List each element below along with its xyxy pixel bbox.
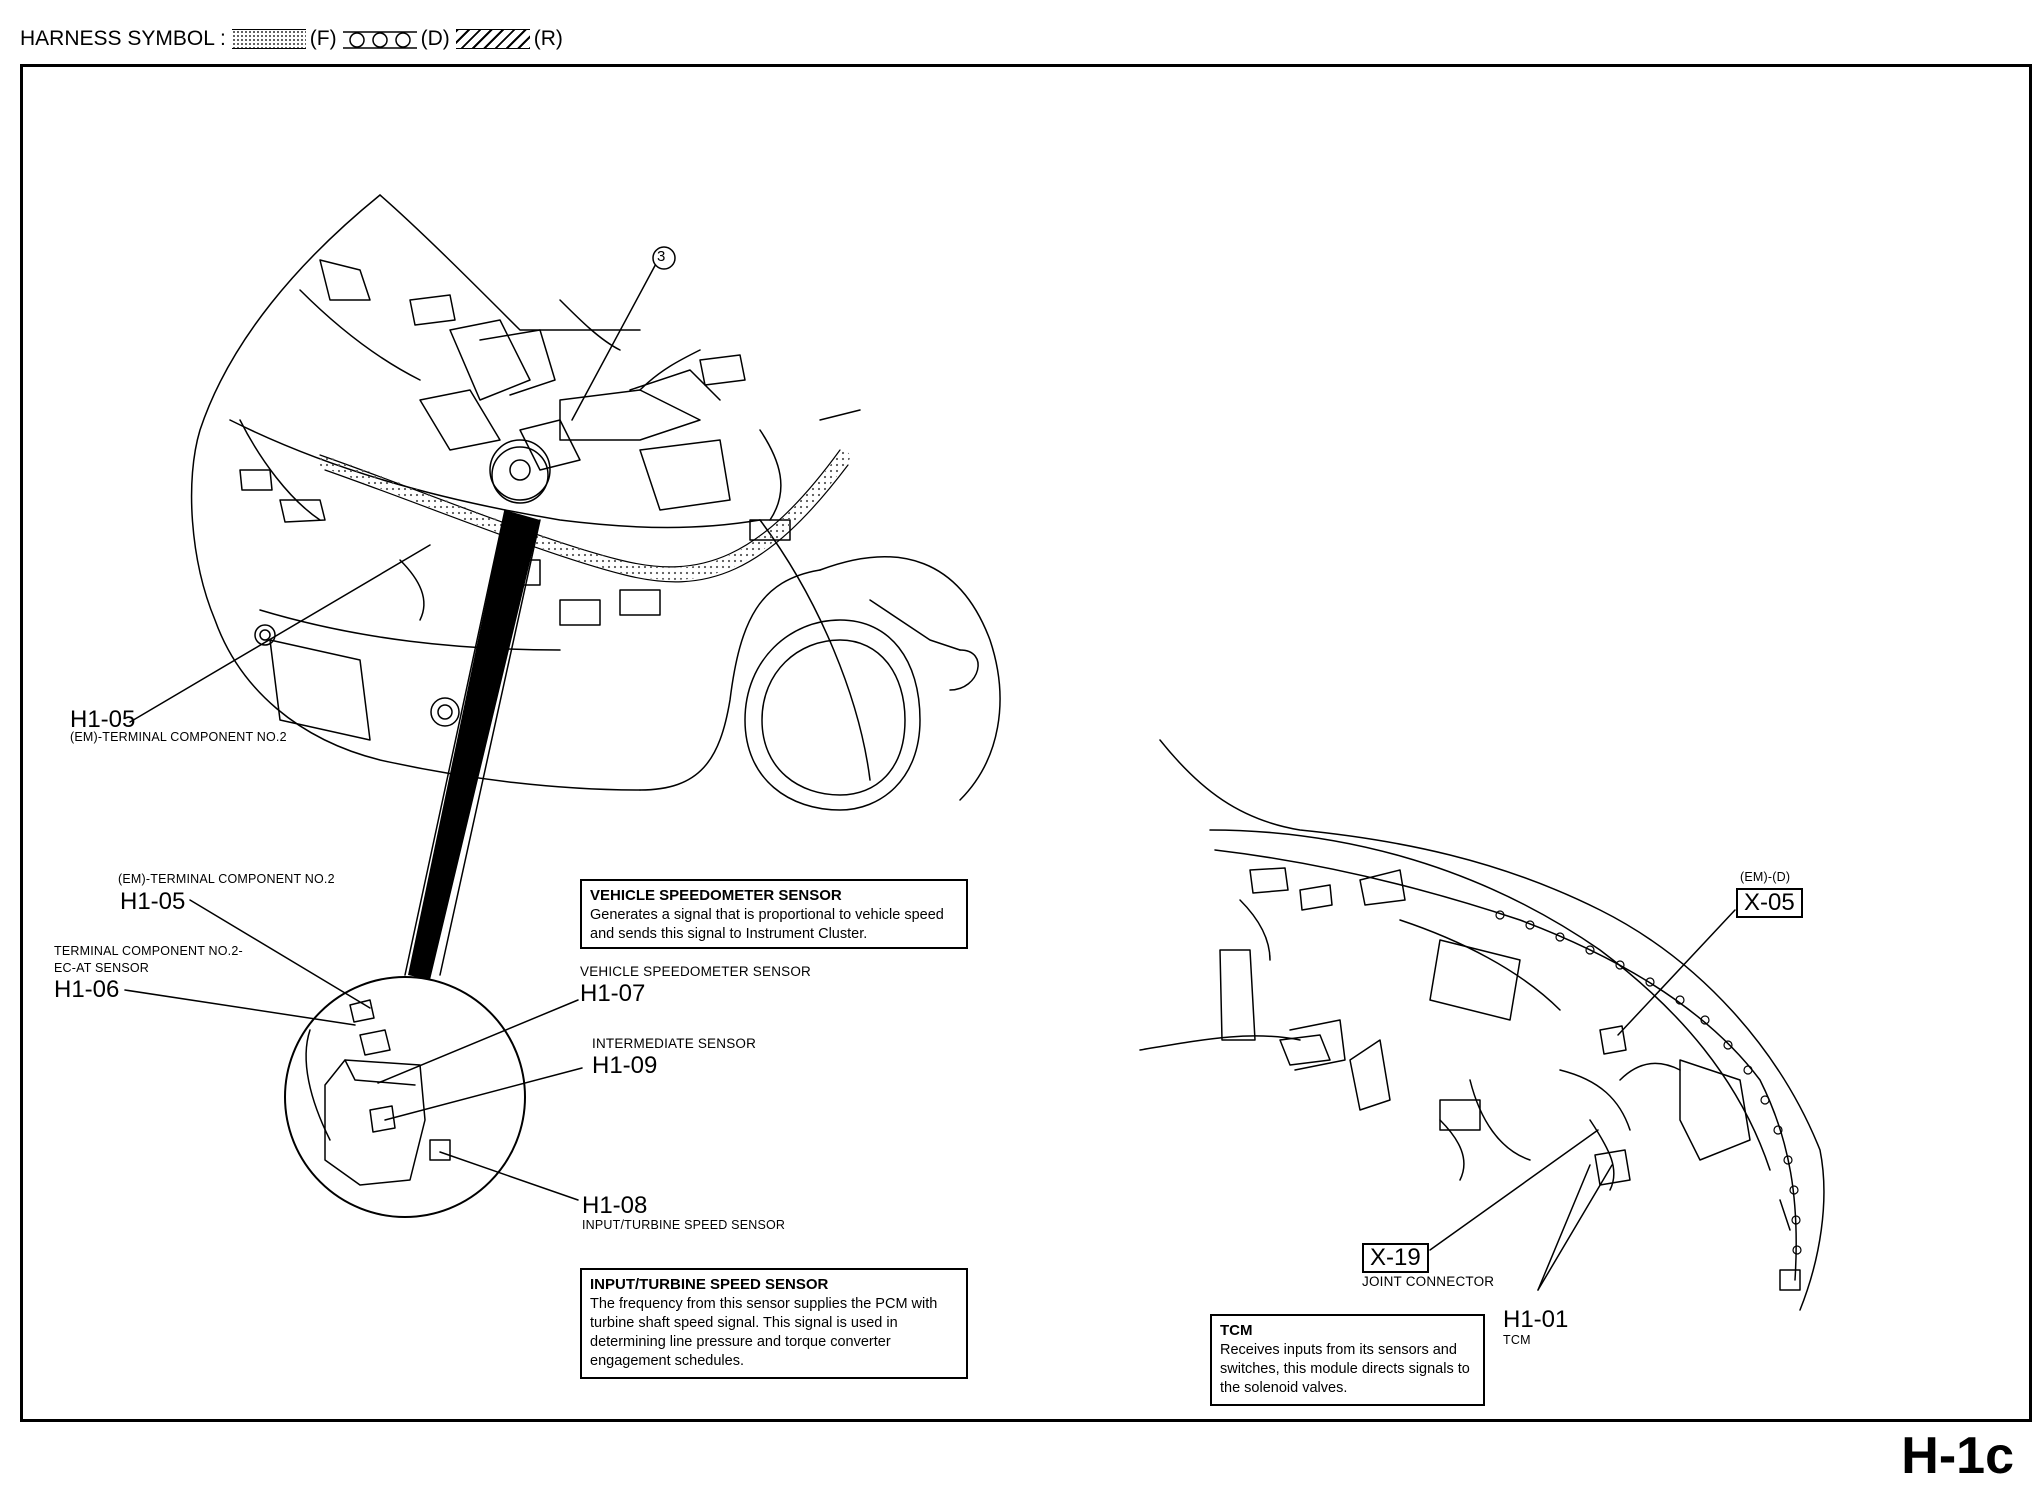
input-turbine-speed-sensor-note: INPUT/TURBINE SPEED SENSOR The frequency… xyxy=(580,1268,968,1379)
tcm-note-title: TCM xyxy=(1220,1322,1253,1339)
tcm-note-body: Receives inputs from its sensors and swi… xyxy=(1220,1342,1470,1396)
page-id: H-1c xyxy=(1901,1427,2014,1485)
legend-code-f: (F) xyxy=(309,27,337,50)
reference-marker-icon xyxy=(652,246,676,270)
ringed-harness-markers xyxy=(1495,910,1802,1255)
h1-09-caption: INTERMEDIATE SENSOR xyxy=(592,1036,757,1051)
dashboard-harness-outline xyxy=(1139,739,1825,1311)
x-19-caption: JOINT CONNECTOR xyxy=(1362,1274,1495,1289)
detail-transaxle-sketch xyxy=(305,999,451,1186)
itss-note-title: INPUT/TURBINE SPEED SENSOR xyxy=(590,1276,829,1293)
detail-h1-05-code: H1-05 xyxy=(120,888,186,915)
h1-01-caption: TCM xyxy=(1503,1333,1531,1347)
itss-note-body: The frequency from this sensor supplies … xyxy=(590,1296,938,1369)
tcm-note: TCM Receives inputs from its sensors and… xyxy=(1210,1314,1485,1406)
vehicle-front-outline xyxy=(190,194,1001,811)
vss-note-body: Generates a signal that is proportional … xyxy=(590,907,944,942)
hatched-harness-swatch xyxy=(455,29,530,49)
x-19-code: X-19 xyxy=(1362,1243,1429,1273)
h1-06-code: H1-06 xyxy=(54,976,120,1003)
h1-07-code: H1-07 xyxy=(580,980,646,1007)
engine-bay-components xyxy=(239,259,861,626)
dotted-harness-swatch xyxy=(231,29,306,49)
legend-code-r: (R) xyxy=(533,27,563,50)
ringed-harness-swatch xyxy=(342,30,417,49)
rings-icon xyxy=(342,31,417,49)
diagram-frame xyxy=(20,64,2032,1422)
x-05-tag: (EM)-(D) xyxy=(1740,870,1791,884)
h1-05-caption: (EM)-TERMINAL COMPONENT NO.2 xyxy=(70,730,287,744)
h1-06-caption-line2: EC-AT SENSOR xyxy=(54,961,150,975)
vss-note-title: VEHICLE SPEEDOMETER SENSOR xyxy=(590,887,842,904)
h1-06-caption-line1: TERMINAL COMPONENT NO.2- xyxy=(54,944,243,958)
legend-prefix: HARNESS SYMBOL : xyxy=(20,27,226,50)
legend-code-d: (D) xyxy=(420,27,450,50)
h1-08-code: H1-08 xyxy=(582,1192,648,1219)
reference-marker-number: 3 xyxy=(657,248,666,265)
h1-09-code: H1-09 xyxy=(592,1052,658,1079)
detail-h1-05-caption: (EM)-TERMINAL COMPONENT NO.2 xyxy=(118,872,335,886)
vehicle-speedometer-sensor-note: VEHICLE SPEEDOMETER SENSOR Generates a s… xyxy=(580,879,968,949)
x-05-code: X-05 xyxy=(1736,888,1803,918)
h1-07-caption: VEHICLE SPEEDOMETER SENSOR xyxy=(580,964,812,979)
h1-01-code: H1-01 xyxy=(1503,1306,1569,1333)
harness-symbol-legend: HARNESS SYMBOL : (F) (D) (R) xyxy=(20,24,563,54)
h1-08-caption: INPUT/TURBINE SPEED SENSOR xyxy=(582,1218,786,1232)
h1-05-code: H1-05 xyxy=(70,706,136,733)
